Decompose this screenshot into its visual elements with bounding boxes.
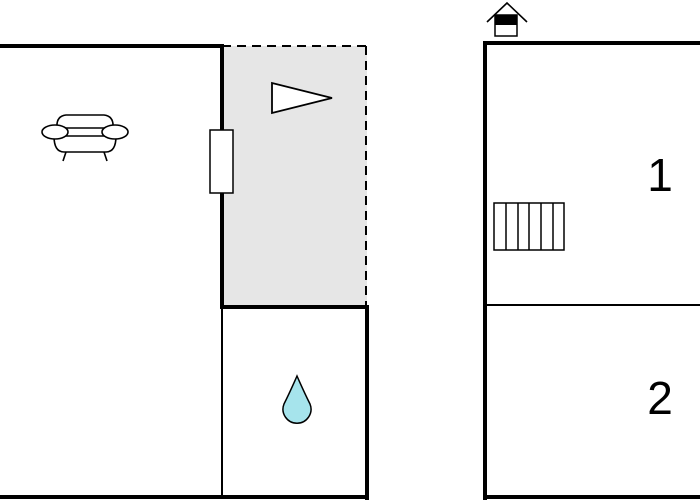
direction-triangle-icon: [271, 81, 333, 115]
door: [209, 129, 234, 194]
armchair-icon: [41, 114, 129, 162]
room-label-2: 2: [647, 372, 673, 424]
terrace-area: [222, 46, 367, 307]
water-drop-icon: [282, 374, 312, 424]
entrance-icon: [486, 1, 528, 37]
stairs-icon: [493, 202, 565, 251]
floor-plan-left: [0, 44, 369, 500]
floor-plan-right: 1 2: [483, 1, 700, 500]
room-label-1: 1: [647, 149, 673, 201]
